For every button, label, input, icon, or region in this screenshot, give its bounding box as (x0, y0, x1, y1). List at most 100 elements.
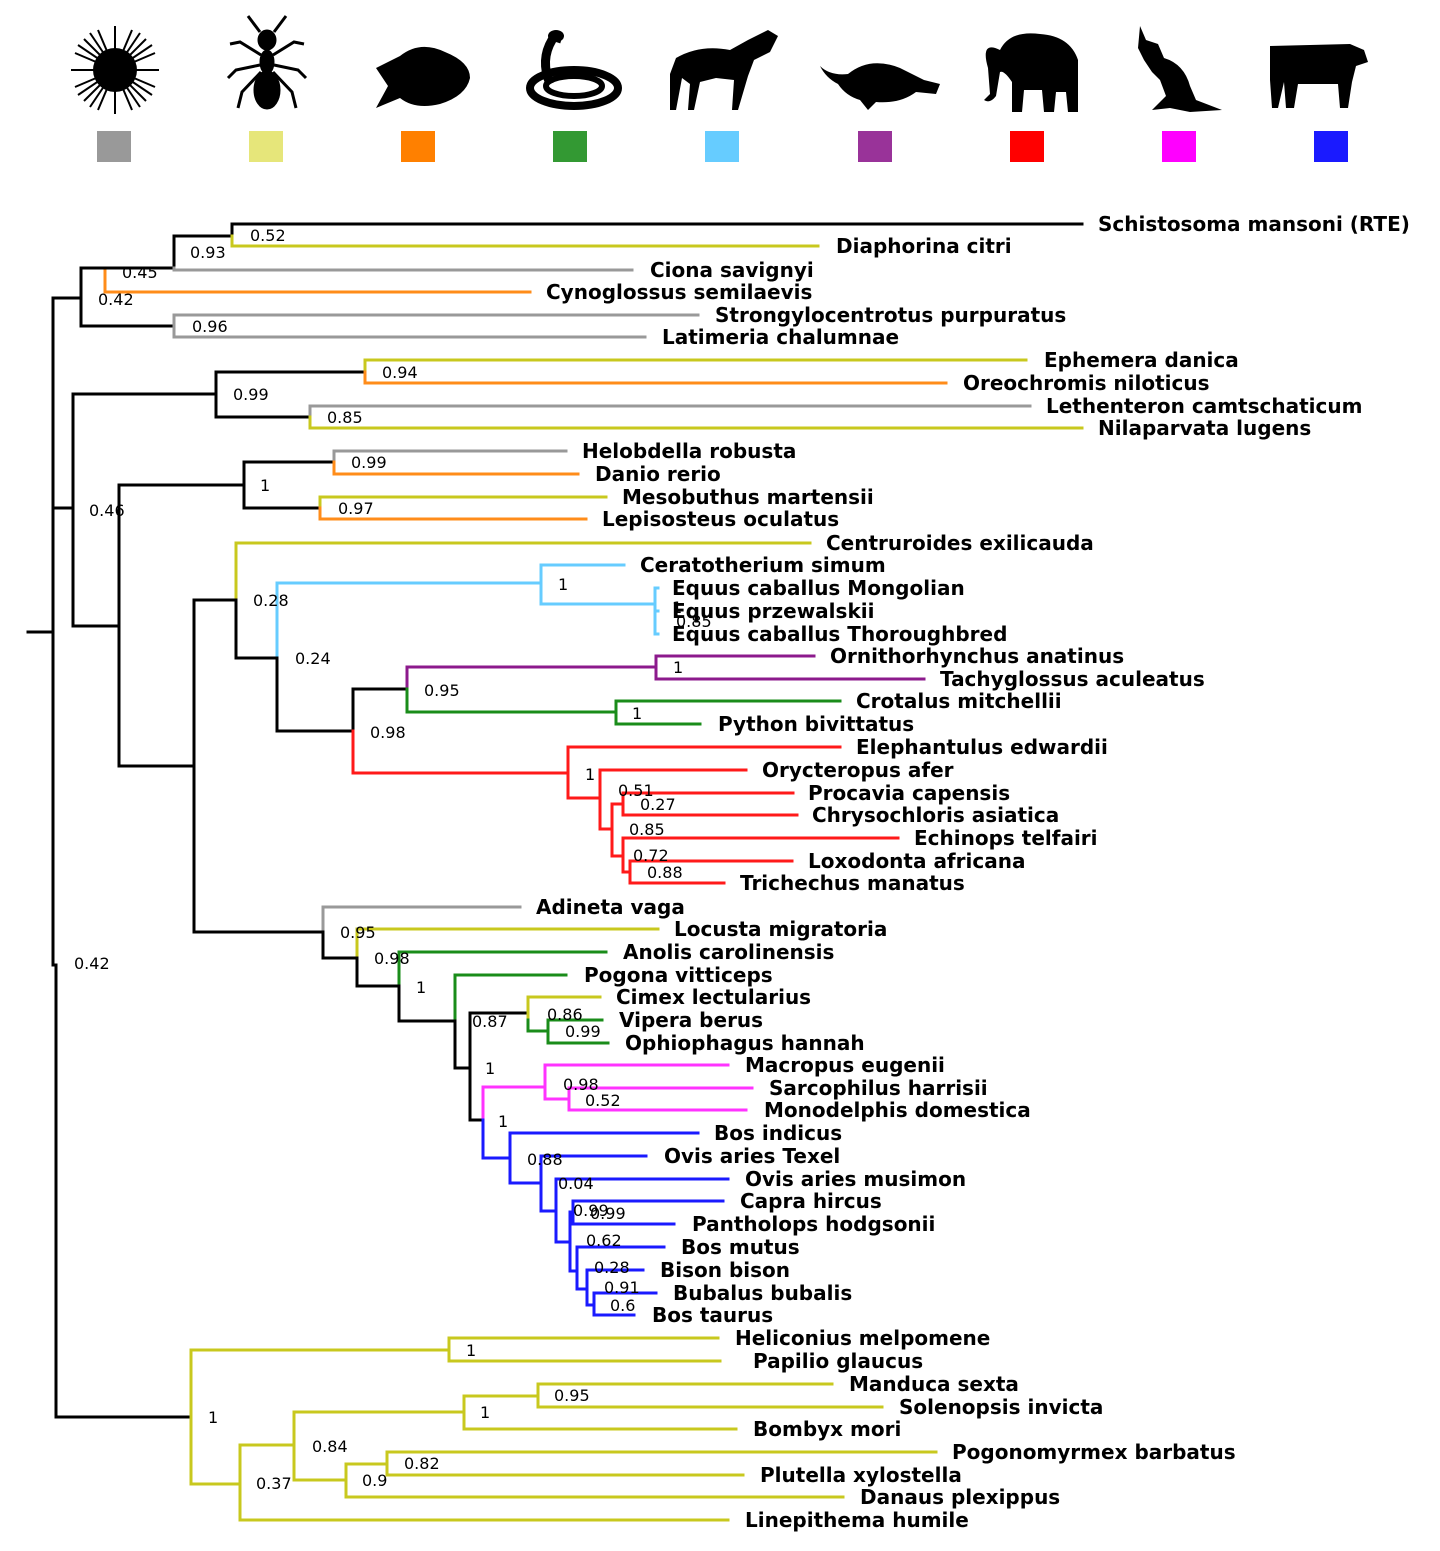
support-value: 1 (260, 476, 270, 495)
taxon-label: Equus caballus Thoroughbred (672, 622, 1007, 646)
support-value: 0.95 (340, 923, 376, 942)
support-value: 0.88 (647, 863, 683, 882)
support-value: 0.99 (233, 385, 269, 404)
support-value: 0.91 (604, 1278, 640, 1297)
elephant-icon (984, 33, 1078, 112)
support-value: 0.98 (374, 949, 410, 968)
horse-icon (670, 30, 778, 110)
taxon-color-legend (0, 0, 1440, 180)
taxon-label: Danio rerio (595, 462, 721, 486)
support-value: 1 (480, 1403, 490, 1422)
taxon-label: Ephemera danica (1044, 348, 1239, 372)
ant-icon (226, 15, 308, 110)
taxon-label: Plutella xylostella (760, 1463, 962, 1487)
legend-swatch-kangaroo (1162, 131, 1196, 162)
taxon-label: Bos mutus (681, 1235, 800, 1259)
support-value: 1 (585, 765, 595, 784)
support-value: 0.95 (554, 1386, 590, 1405)
taxon-label: Cynoglossus semilaevis (546, 280, 812, 304)
support-value: 0.93 (190, 243, 226, 262)
support-value: 0.96 (192, 317, 228, 336)
taxon-label: Procavia capensis (808, 781, 1010, 805)
taxon-label: Oreochromis niloticus (963, 371, 1210, 395)
taxon-label: Mesobuthus martensii (622, 485, 874, 509)
support-value: 1 (672, 598, 682, 617)
taxon-label: Ovis aries Texel (664, 1144, 840, 1168)
support-value: 0.86 (547, 1005, 583, 1024)
support-value: 0.9 (362, 1471, 387, 1490)
taxon-label: Strongylocentrotus purpuratus (715, 303, 1066, 327)
support-value: 0.95 (424, 681, 460, 700)
taxon-label: Heliconius melpomene (735, 1326, 990, 1350)
support-value: 0.98 (563, 1075, 599, 1094)
taxon-label: Bison bison (660, 1258, 790, 1282)
support-value: 0.6 (610, 1296, 635, 1315)
support-value: 1 (485, 1059, 495, 1078)
support-value: 0.04 (558, 1174, 594, 1193)
taxon-label: Bos taurus (652, 1303, 773, 1327)
support-value: 1 (498, 1112, 508, 1131)
support-value: 1 (673, 658, 683, 677)
taxon-label: Orycteropus afer (762, 758, 954, 782)
taxon-label: Tachyglossus aculeatus (940, 667, 1205, 691)
taxon-label: Ovis aries musimon (745, 1167, 966, 1191)
support-value: 0.84 (312, 1437, 348, 1456)
support-value: 1 (466, 1341, 476, 1360)
support-value: 0.99 (351, 453, 387, 472)
support-value: 0.72 (633, 846, 669, 865)
taxon-label: Latimeria chalumnae (662, 325, 899, 349)
support-value: 0.88 (527, 1150, 563, 1169)
support-value: 0.85 (676, 612, 712, 631)
taxon-label: Chrysochloris asiatica (812, 803, 1059, 827)
taxon-label: Python bivittatus (718, 712, 914, 736)
taxon-label: Loxodonta africana (808, 849, 1025, 873)
support-value: 0.99 (565, 1022, 601, 1041)
support-value: 0.85 (327, 408, 363, 427)
taxon-label: Ophiophagus hannah (625, 1031, 865, 1055)
taxon-label: Macropus eugenii (745, 1053, 945, 1077)
taxon-label: Danaus plexippus (860, 1485, 1060, 1509)
fish-icon (376, 46, 470, 108)
support-value: 0.52 (250, 226, 286, 245)
legend-swatch-horse (705, 131, 739, 162)
taxon-label: Elephantulus edwardii (856, 735, 1108, 759)
taxon-label: Manduca sexta (849, 1372, 1019, 1396)
taxon-label: Trichechus manatus (740, 871, 965, 895)
legend-swatch-ant (249, 131, 283, 162)
support-value: 0.28 (594, 1258, 630, 1277)
legend-swatch-elephant (1010, 131, 1044, 162)
taxon-label: Nilaparvata lugens (1098, 416, 1311, 440)
legend-swatch-platypus (858, 131, 892, 162)
taxon-label: Pogona vitticeps (584, 963, 773, 987)
sea-urchin-icon (71, 26, 159, 114)
legend-swatch-snake (553, 131, 587, 162)
support-value: 1 (558, 575, 568, 594)
support-value: 1 (632, 704, 642, 723)
taxon-label: Locusta migratoria (674, 917, 887, 941)
snake-icon (526, 30, 622, 110)
taxon-label: Pantholops hodgsonii (692, 1212, 935, 1236)
taxon-label: Ciona savignyi (650, 258, 814, 282)
taxon-label: Schistosoma mansoni (RTE) (1098, 212, 1410, 236)
taxon-label: Anolis carolinensis (623, 940, 834, 964)
taxon-label: Bos indicus (714, 1121, 842, 1145)
cow-icon (1270, 44, 1368, 108)
legend-swatch-sea-urchin (97, 131, 131, 162)
platypus-icon (820, 63, 940, 110)
taxon-label: Linepithema humile (745, 1508, 969, 1532)
taxon-label: Ceratotherium simum (640, 553, 886, 577)
taxon-label: Diaphorina citri (836, 234, 1012, 258)
taxon-label: Solenopsis invicta (899, 1395, 1103, 1419)
support-value: 0.82 (404, 1454, 440, 1473)
taxon-label: Centruroides exilicauda (826, 531, 1094, 555)
taxon-label: Helobdella robusta (582, 439, 796, 463)
taxon-label: Papilio glaucus (753, 1349, 923, 1373)
taxon-label: Vipera berus (619, 1008, 763, 1032)
support-value: 1 (416, 978, 426, 997)
taxon-label: Equus przewalskii (672, 599, 874, 623)
taxon-label: Adineta vaga (536, 895, 685, 919)
kangaroo-icon (1138, 26, 1222, 112)
support-value: 0.99 (590, 1204, 626, 1223)
taxon-label: Sarcophilus harrisii (769, 1076, 988, 1100)
